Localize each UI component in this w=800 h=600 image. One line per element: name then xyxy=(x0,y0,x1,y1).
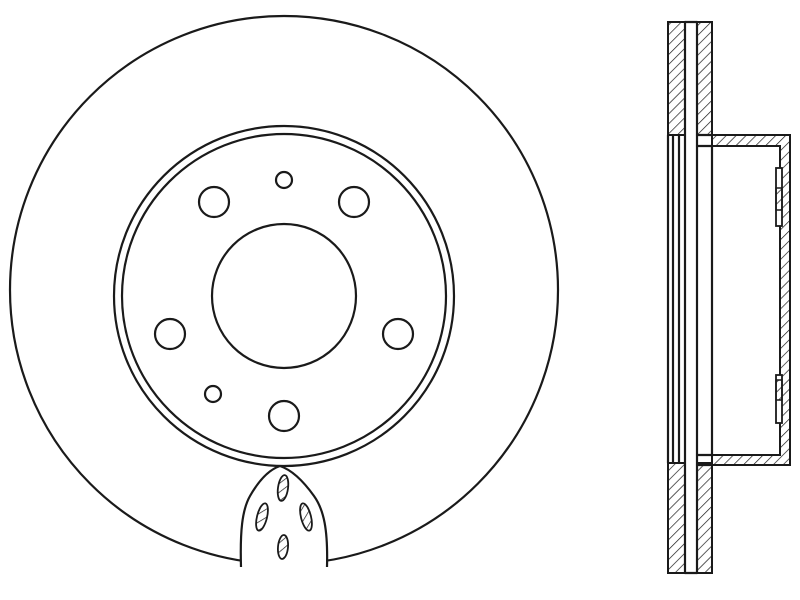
cooling-vanes xyxy=(255,474,313,560)
locator-holes xyxy=(203,170,294,404)
vane xyxy=(276,474,290,502)
cutaway-outline xyxy=(239,464,329,568)
stud-hole xyxy=(267,399,301,433)
vane-cutaway xyxy=(239,464,329,568)
vane xyxy=(255,502,269,532)
stud-holes xyxy=(153,185,415,433)
stud-hole xyxy=(337,185,371,219)
stud-hole xyxy=(197,185,231,219)
friction-plate-lower xyxy=(667,462,686,574)
friction-plate-upper xyxy=(667,21,686,136)
stud-hole xyxy=(153,317,187,351)
vent-channel xyxy=(683,20,699,575)
vane xyxy=(277,534,289,560)
flange-bolt-holes xyxy=(775,167,783,424)
friction-plate-left xyxy=(667,21,686,574)
hat-outer-edge xyxy=(112,124,456,468)
stud-hole xyxy=(381,317,415,351)
center-bore xyxy=(210,222,358,370)
front-view xyxy=(8,14,560,568)
small-hole xyxy=(274,170,294,190)
side-section-view xyxy=(666,20,791,575)
hat-inner-edge xyxy=(120,132,448,460)
vane xyxy=(299,502,313,532)
small-hole xyxy=(203,384,223,404)
friction-plate-upper xyxy=(696,21,713,136)
friction-plate-right xyxy=(696,21,713,574)
hub-transition xyxy=(666,133,681,465)
bolt-hole-hatch xyxy=(775,187,783,211)
bolt-hole-hatch xyxy=(775,379,783,401)
friction-plate-lower xyxy=(696,462,713,574)
